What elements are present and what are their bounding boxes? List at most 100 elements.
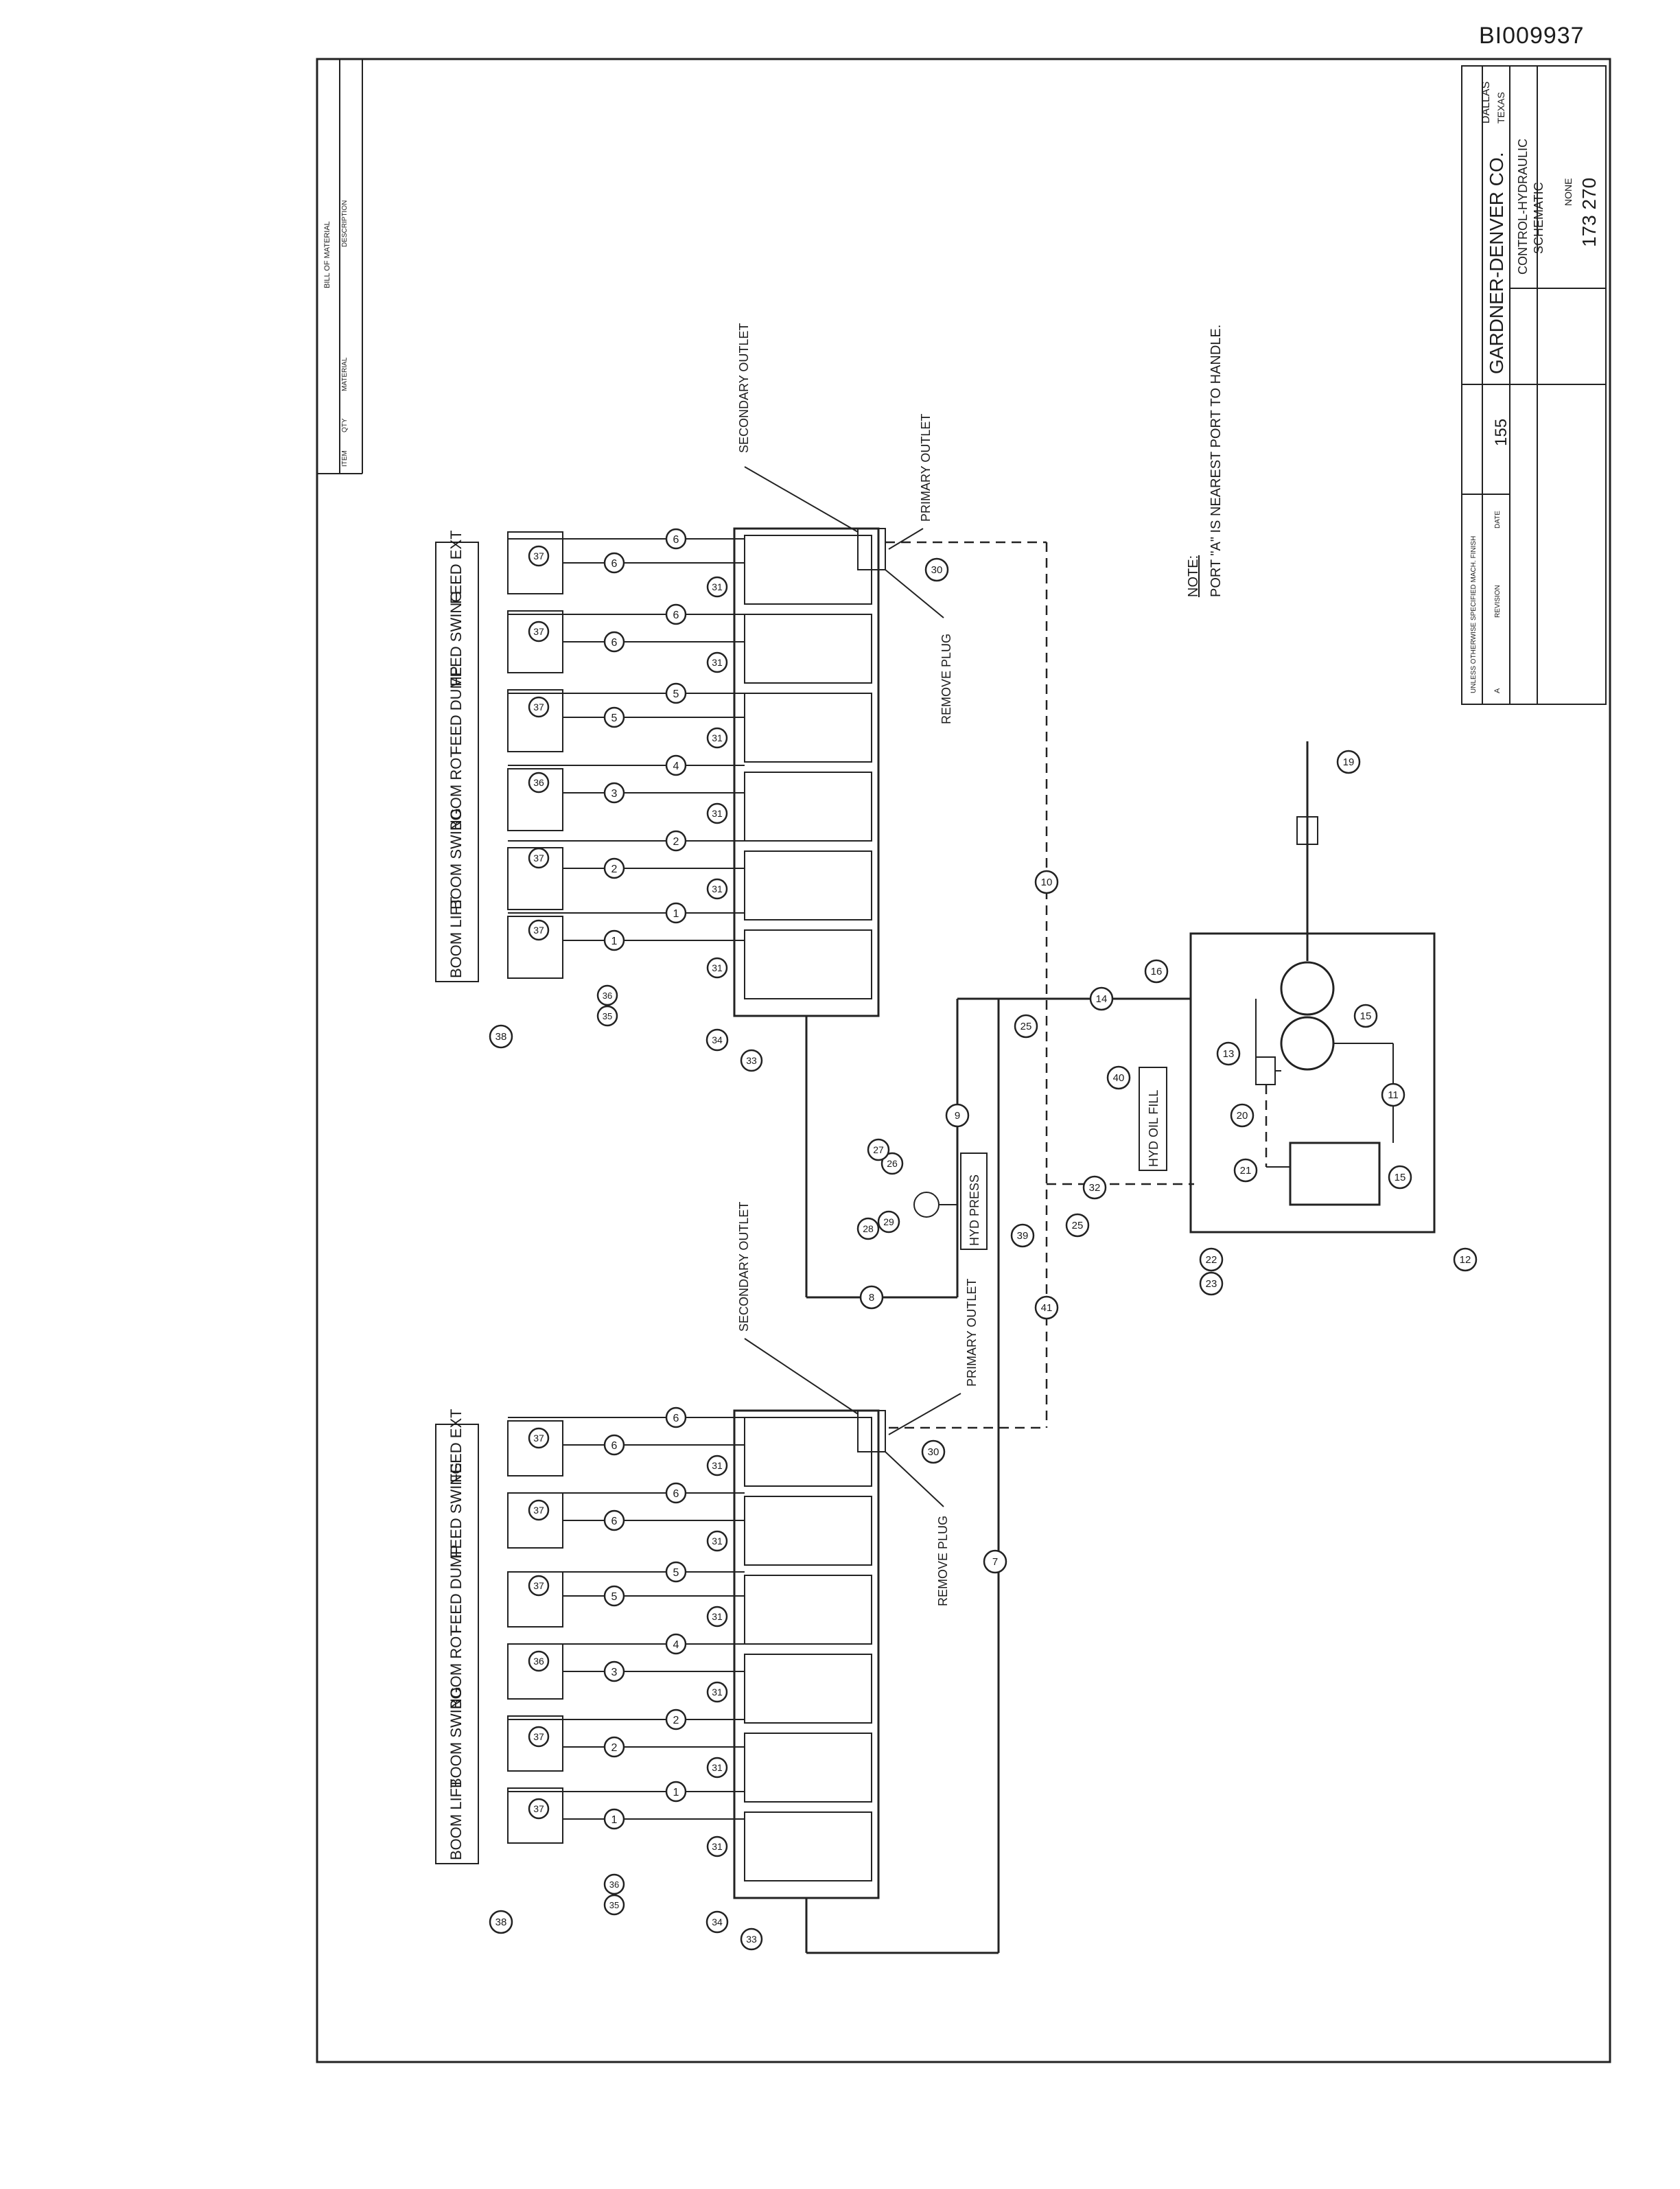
callout-31-a: 31: [712, 581, 723, 592]
callout-6-a: 6: [673, 534, 679, 546]
callout-15-a: 15: [1360, 1010, 1372, 1022]
pump-symbol: [1280, 1016, 1335, 1071]
callout-37-d: 37: [533, 853, 544, 864]
callout-31-c: 31: [712, 732, 723, 743]
callout-37-f: 37: [533, 1433, 544, 1444]
note-heading: NOTE:: [1186, 555, 1201, 597]
callout-41: 41: [1041, 1302, 1053, 1314]
upper-valve-bank: [733, 527, 886, 1017]
upper-label-feed-ext: FEED EXT: [447, 530, 465, 604]
upper-outlet-block: [857, 528, 886, 570]
callout-6-c: 6: [673, 610, 679, 621]
lower-outlet-block: [857, 1410, 886, 1452]
callout-21: 21: [1240, 1165, 1252, 1177]
callout-37-h: 37: [533, 1580, 544, 1591]
filter-tank-symbol: [1289, 1142, 1381, 1206]
upper-hose-lines: [508, 538, 745, 941]
callout-10: 10: [1041, 877, 1053, 888]
lower-valve-bank: [733, 1409, 886, 1899]
bom-col-material: MATERIAL: [341, 357, 349, 391]
motor-symbol: [1280, 961, 1335, 1016]
callout-37-e: 37: [533, 925, 544, 936]
callout-31-h: 31: [712, 1536, 723, 1547]
callout-1-c: 1: [673, 1787, 679, 1798]
lower-label-feed-dump: FEED DUMP: [447, 1544, 465, 1634]
upper-remove-plug-label: REMOVE PLUG: [940, 634, 953, 724]
callout-37-c: 37: [533, 702, 544, 713]
title-line-2: SCHEMATIC: [1532, 182, 1545, 254]
lower-hose-lines: [508, 1417, 745, 1820]
callout-7: 7: [992, 1556, 998, 1568]
callout-4-a: 4: [673, 761, 679, 772]
reservoir-frame: [1189, 932, 1436, 1234]
hyd-press-label: HYD PRESS: [968, 1174, 981, 1246]
callout-14: 14: [1096, 993, 1108, 1005]
callout-26: 26: [887, 1158, 898, 1169]
lower-primary-outlet-label: PRIMARY OUTLET: [965, 1279, 979, 1387]
callout-2-c: 2: [673, 1715, 679, 1726]
rev-column-date: DATE: [1494, 511, 1502, 529]
callout-4-b: 4: [673, 1639, 679, 1651]
bom-col-item: ITEM: [341, 450, 349, 467]
callout-37-j: 37: [533, 1803, 544, 1814]
callout-36-a: 36: [533, 777, 544, 788]
title-block: UNLESS OTHERWISE SPECIFIED MACH. FINISH …: [1461, 65, 1607, 705]
callout-19: 19: [1343, 756, 1355, 768]
lower-function-labels: BOOM LIFT BOOM SWING BOOM ROT FEED DUMP …: [435, 1409, 479, 1864]
upper-secondary-outlet-label: SECONDARY OUTLET: [737, 323, 751, 453]
bom-col-description: DESCRIPTION: [341, 200, 349, 247]
callout-37-a: 37: [533, 551, 544, 561]
callout-1-d: 1: [611, 1814, 618, 1826]
callout-8: 8: [869, 1292, 874, 1304]
upper-cylinders: [507, 531, 563, 979]
bill-of-material: BILL OF MATERIAL ITEM QTY MATERIAL DESCR…: [317, 59, 363, 474]
upper-label-boom-swing: BOOM SWING: [447, 808, 465, 910]
callout-33-b: 33: [746, 1934, 757, 1945]
callout-31-i: 31: [712, 1611, 723, 1622]
callout-39: 39: [1017, 1230, 1029, 1242]
callout-11: 11: [1388, 1089, 1399, 1101]
hyd-oil-fill-label: HYD OIL FILL: [1147, 1090, 1160, 1167]
title-drawing-number: 173 270: [1578, 178, 1600, 247]
callout-13: 13: [1223, 1048, 1235, 1060]
callout-31-f: 31: [712, 962, 723, 973]
callout-31-b: 31: [712, 657, 723, 668]
callout-36-b: 36: [603, 991, 612, 1001]
callout-bubbles: 6 6 6 6 5 5 4 3 2 2 1 1 37 37 37 36 37 3…: [489, 528, 1478, 1951]
callout-31-d: 31: [712, 808, 723, 819]
callout-36-d: 36: [609, 1879, 619, 1890]
lower-label-feed-swing: FEED SWING: [447, 1463, 465, 1558]
drawing-border: [316, 58, 1611, 2063]
callout-28: 28: [863, 1223, 874, 1234]
callout-2-b: 2: [611, 864, 618, 875]
callout-6-d: 6: [611, 637, 618, 649]
callout-20: 20: [1237, 1110, 1248, 1122]
lower-secondary-outlet-label: SECONDARY OUTLET: [737, 1202, 751, 1332]
title-state: TEXAS: [1495, 92, 1506, 124]
oil-fill-box: [1139, 1067, 1167, 1171]
callout-3-b: 3: [611, 1667, 618, 1678]
callout-33-a: 33: [746, 1055, 757, 1066]
relief-valve-symbol: [1255, 1056, 1276, 1085]
callout-37-b: 37: [533, 626, 544, 637]
callout-35-a: 35: [603, 1011, 612, 1021]
note-text: PORT "A" IS NEAREST PORT TO HANDLE.: [1209, 325, 1224, 597]
title-city: DALLAS: [1480, 82, 1492, 124]
callout-30-b: 30: [928, 1446, 940, 1458]
lower-label-boom-rot: BOOM ROT: [447, 1627, 465, 1709]
callout-38-b: 38: [495, 1916, 507, 1928]
callout-35-b: 35: [609, 1900, 619, 1910]
callout-31-e: 31: [712, 883, 723, 894]
pressure-gauge-symbol: [913, 1192, 940, 1218]
upper-function-labels: BOOM LIFT BOOM SWING BOOM ROT FEED DUMP …: [435, 530, 479, 982]
title-model-number: 155: [1492, 419, 1510, 446]
upper-label-boom-rot: BOOM ROT: [447, 748, 465, 831]
callout-27: 27: [873, 1144, 884, 1155]
upper-primary-outlet-label: PRIMARY OUTLET: [919, 414, 933, 522]
lower-label-feed-ext: FEED EXT: [447, 1409, 465, 1483]
callout-37-g: 37: [533, 1505, 544, 1516]
bom-title: BILL OF MATERIAL: [323, 221, 331, 288]
callout-2-a: 2: [673, 836, 679, 848]
document-id: BI009937: [1479, 23, 1585, 49]
